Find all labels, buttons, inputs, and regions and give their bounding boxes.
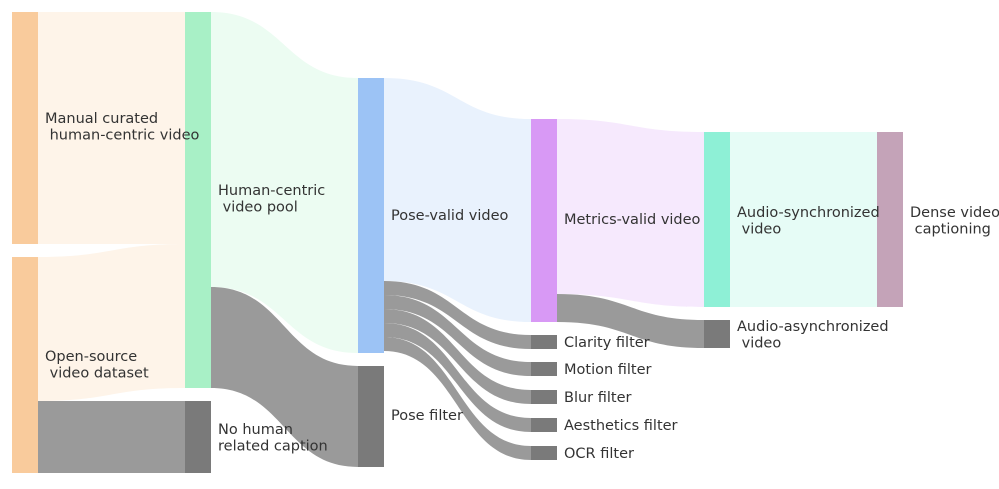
node-manual <box>12 12 38 244</box>
node-label-line: Dense video <box>910 205 999 221</box>
node-audioasync <box>704 320 730 348</box>
node-label-audiosync: Audio-synchronized video <box>737 205 880 238</box>
node-label-line: No human <box>218 422 293 438</box>
node-label-line: video dataset <box>45 366 149 382</box>
link-posevalid-to-ocr <box>384 337 531 460</box>
node-label-posefilter: Pose filter <box>391 408 463 424</box>
node-aesthetics <box>531 418 557 432</box>
link-pool-to-posevalid <box>211 12 358 353</box>
node-motion <box>531 362 557 376</box>
node-blur <box>531 390 557 404</box>
node-posefilter <box>358 366 384 467</box>
link-opensource-to-pool <box>38 244 185 401</box>
node-label-line: Blur filter <box>564 390 632 406</box>
node-posevalid <box>358 78 384 353</box>
node-label-line: Manual curated <box>45 111 158 127</box>
node-label-line: Human-centric <box>218 183 325 199</box>
labels-layer: Manual curated human-centric videoOpen-s… <box>45 111 999 462</box>
node-audiosync <box>704 132 730 307</box>
link-manual-to-pool <box>38 12 185 244</box>
node-label-opensource: Open-source video dataset <box>45 349 149 382</box>
link-posevalid-to-blur <box>384 309 531 404</box>
node-label-line: Audio-asynchronized <box>737 319 889 335</box>
node-opensource <box>12 257 38 473</box>
link-posevalid-to-clarity <box>384 281 531 349</box>
node-label-clarity: Clarity filter <box>564 335 650 351</box>
node-label-line: human-centric video <box>45 128 199 144</box>
node-label-manual: Manual curated human-centric video <box>45 111 199 144</box>
link-metrics-to-audiosync <box>557 119 704 307</box>
node-label-line: Metrics-valid video <box>564 212 701 228</box>
link-posevalid-to-motion <box>384 295 531 376</box>
nodes-layer <box>12 12 903 473</box>
link-opensource-to-nocaption <box>38 401 185 473</box>
node-label-line: Audio-synchronized <box>737 205 880 221</box>
node-label-line: video <box>737 222 781 238</box>
node-label-motion: Motion filter <box>564 362 652 378</box>
node-label-aesthetics: Aesthetics filter <box>564 418 678 434</box>
link-metrics-to-audioasync <box>557 294 704 348</box>
node-label-audioasync: Audio-asynchronized video <box>737 319 889 352</box>
node-label-line: Open-source <box>45 349 137 365</box>
node-label-line: Aesthetics filter <box>564 418 678 434</box>
node-label-posevalid: Pose-valid video <box>391 208 508 224</box>
node-pool <box>185 12 211 388</box>
node-label-blur: Blur filter <box>564 390 632 406</box>
node-label-line: Pose-valid video <box>391 208 508 224</box>
node-label-line: video <box>737 336 781 352</box>
link-pool-to-posefilter <box>211 287 358 467</box>
node-label-line: Pose filter <box>391 408 463 424</box>
node-label-pool: Human-centric video pool <box>218 183 325 216</box>
node-metrics <box>531 119 557 322</box>
node-clarity <box>531 335 557 349</box>
node-label-line: captioning <box>910 222 991 238</box>
node-label-line: OCR filter <box>564 446 634 462</box>
node-label-line: related caption <box>218 439 328 455</box>
node-label-dense: Dense video captioning <box>910 205 999 238</box>
node-label-ocr: OCR filter <box>564 446 634 462</box>
link-posevalid-to-aesthetics <box>384 323 531 432</box>
node-label-line: video pool <box>218 200 298 216</box>
link-audiosync-to-dense <box>730 132 877 307</box>
node-label-line: Clarity filter <box>564 335 650 351</box>
links-layer <box>38 12 877 473</box>
node-label-metrics: Metrics-valid video <box>564 212 701 228</box>
node-ocr <box>531 446 557 460</box>
node-nocaption <box>185 401 211 473</box>
node-dense <box>877 132 903 307</box>
link-posevalid-to-metrics <box>384 78 531 322</box>
node-label-line: Motion filter <box>564 362 652 378</box>
